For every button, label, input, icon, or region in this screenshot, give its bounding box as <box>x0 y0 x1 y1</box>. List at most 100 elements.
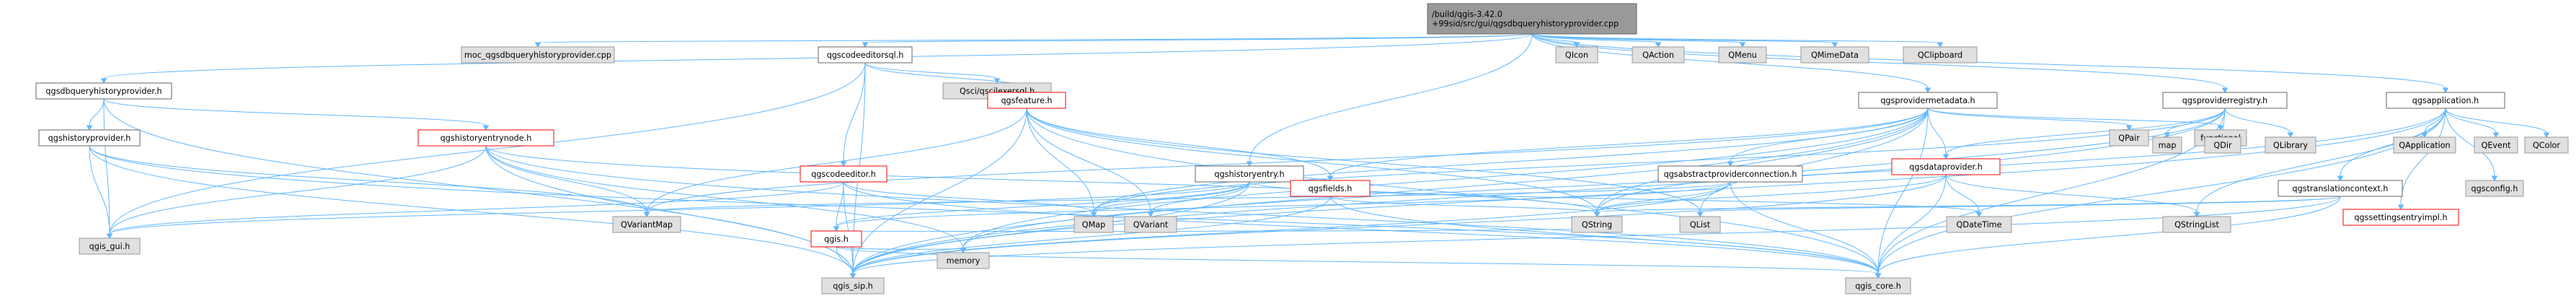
node-absprovconn[interactable]: qgsabstractproviderconnection.h <box>1657 165 1803 183</box>
node-label: qgscodeeditorsql.h <box>827 51 904 60</box>
edge-arrowhead <box>862 42 869 48</box>
node-codeeditorsql[interactable]: qgscodeeditorsql.h <box>818 46 913 64</box>
node-label: qgsproviderregistry.h <box>2182 96 2267 105</box>
node-box <box>1903 46 1978 64</box>
node-box <box>1195 165 1304 183</box>
node-qgis_h[interactable]: qgis.h <box>810 230 862 248</box>
node-box <box>2204 136 2241 154</box>
edge-arrowhead <box>2397 204 2404 210</box>
edge-application-to-settingsimpl <box>2397 108 2446 210</box>
node-label: qgsconfig.h <box>2471 184 2518 193</box>
node-box <box>810 230 862 248</box>
edge-histprov-to-qgis_sip <box>89 145 857 279</box>
node-dbqhp_h[interactable]: qgsdbqueryhistoryprovider.h <box>35 82 172 100</box>
edge-arrowhead <box>840 161 847 167</box>
node-label: QVariant <box>1133 220 1169 230</box>
node-label: +99sid/src/gui/qgsdbqueryhistoryprovider… <box>1432 19 1619 29</box>
node-histnode[interactable]: qgshistoryentrynode.h <box>417 129 554 147</box>
edge-application-to-qcolor <box>2445 108 2550 138</box>
node-label: QMap <box>1082 220 1105 230</box>
node-qicon: QIcon <box>1555 46 1598 64</box>
edge-arrowhead <box>1246 161 1253 167</box>
edge-arrowhead <box>534 42 541 48</box>
edge-dataprovider-to-qgis_core <box>1875 174 1947 279</box>
node-provreg[interactable]: qgsproviderregistry.h <box>2162 92 2288 109</box>
edge-root-to-application <box>1531 33 2449 93</box>
node-qevent: QEvent <box>2474 136 2518 154</box>
node-transctx[interactable]: qgstranslationcontext.h <box>2278 180 2403 197</box>
node-label: QIcon <box>1565 51 1588 60</box>
edge-arrowhead <box>2492 132 2500 138</box>
edge-application-to-qstringlist <box>2193 108 2446 217</box>
node-root[interactable]: /build/qgis-3.42.0+99sid/src/gui/qgsdbqu… <box>1427 3 1637 35</box>
node-box <box>1800 46 1869 64</box>
node-label: QPair <box>2118 134 2140 143</box>
node-dataprovider[interactable]: qgsdataprovider.h <box>1891 158 2001 175</box>
node-histprov[interactable]: qgshistoryprovider.h <box>38 129 141 147</box>
node-box <box>1632 46 1685 64</box>
node-label: qgsdbqueryhistoryprovider.h <box>45 87 161 96</box>
node-box <box>937 252 990 269</box>
node-fields[interactable]: qgsfields.h <box>1290 180 1371 197</box>
node-box <box>1074 216 1114 233</box>
edge-arrowhead <box>2491 175 2498 181</box>
node-qclipboard: QClipboard <box>1903 46 1978 64</box>
edge-arrowhead <box>1831 42 1838 48</box>
node-box <box>38 129 141 147</box>
node-codeeditor[interactable]: qgscodeeditor.h <box>800 165 888 183</box>
edge-provmeta-to-dataprovider <box>1927 108 1949 160</box>
node-box <box>2162 92 2288 109</box>
node-feature[interactable]: qgsfeature.h <box>987 92 1066 109</box>
node-box <box>2393 136 2456 154</box>
edge-root-to-provreg <box>1531 33 2228 93</box>
edge-provreg-to-qlibrary <box>2224 108 2294 138</box>
node-label: qgsfeature.h <box>1001 96 1052 105</box>
node-label: /build/qgis-3.42.0 <box>1432 10 1502 19</box>
node-qgis_core: qgis_core.h <box>1845 277 1911 295</box>
node-qmenu: QMenu <box>1718 46 1767 64</box>
node-label: QColor <box>2533 141 2560 150</box>
node-label: qgsabstractproviderconnection.h <box>1664 170 1797 179</box>
edge-root-to-qaction <box>1531 33 1662 48</box>
node-label: QDir <box>2213 141 2232 150</box>
edge-root-to-histentry <box>1246 33 1533 167</box>
node-map: map <box>2152 136 2182 154</box>
edge-arrowhead <box>2193 211 2200 217</box>
edge-root-to-moc <box>534 33 1533 48</box>
edge-feature-to-qgis_core <box>1026 108 1882 279</box>
node-box <box>1845 277 1911 295</box>
edge-transctx-to-qgis_core <box>1875 196 2341 279</box>
node-qdir: QDir <box>2204 136 2241 154</box>
node-label: moc_qgsdbqueryhistoryprovider.cpp <box>464 51 611 60</box>
edge-codeeditorsql-to-codeeditor <box>840 62 866 167</box>
edge-codeeditor-to-qgis_gui <box>106 181 844 239</box>
edge-arrowhead <box>2543 132 2550 138</box>
node-label: qgsprovidermetadata.h <box>1880 96 1975 105</box>
node-box <box>2109 129 2149 147</box>
node-box <box>1657 165 1803 183</box>
node-box <box>2162 216 2231 233</box>
node-label: qgshistoryprovider.h <box>48 134 131 143</box>
node-box <box>2278 180 2403 197</box>
edge-application-to-qevent <box>2445 108 2500 138</box>
node-provmeta[interactable]: qgsprovidermetadata.h <box>1858 92 1998 109</box>
node-label: QVariantMap <box>621 220 673 230</box>
node-label: QMimeData <box>1811 51 1859 60</box>
node-label: QStringList <box>2174 220 2219 230</box>
node-label: QString <box>1582 220 1612 230</box>
node-box <box>1555 46 1598 64</box>
edge-dbqhp_h-to-histprov <box>86 98 105 131</box>
node-histentry[interactable]: qgshistoryentry.h <box>1195 165 1304 183</box>
node-label: QDateTime <box>1957 220 2002 230</box>
edge-arrowhead <box>1739 42 1746 48</box>
edge-arrowhead <box>482 125 490 131</box>
node-box <box>800 165 888 183</box>
node-qgis_sip: qgis_sip.h <box>821 277 885 295</box>
node-label: map <box>2159 141 2177 150</box>
node-application[interactable]: qgsapplication.h <box>2386 92 2505 109</box>
edge-histnode-to-memory <box>485 145 967 253</box>
node-settingsimpl[interactable]: qgssettingsentryimpl.h <box>2342 209 2459 226</box>
edge-arrowhead <box>960 248 967 253</box>
node-label: qgis_gui.h <box>89 242 130 251</box>
